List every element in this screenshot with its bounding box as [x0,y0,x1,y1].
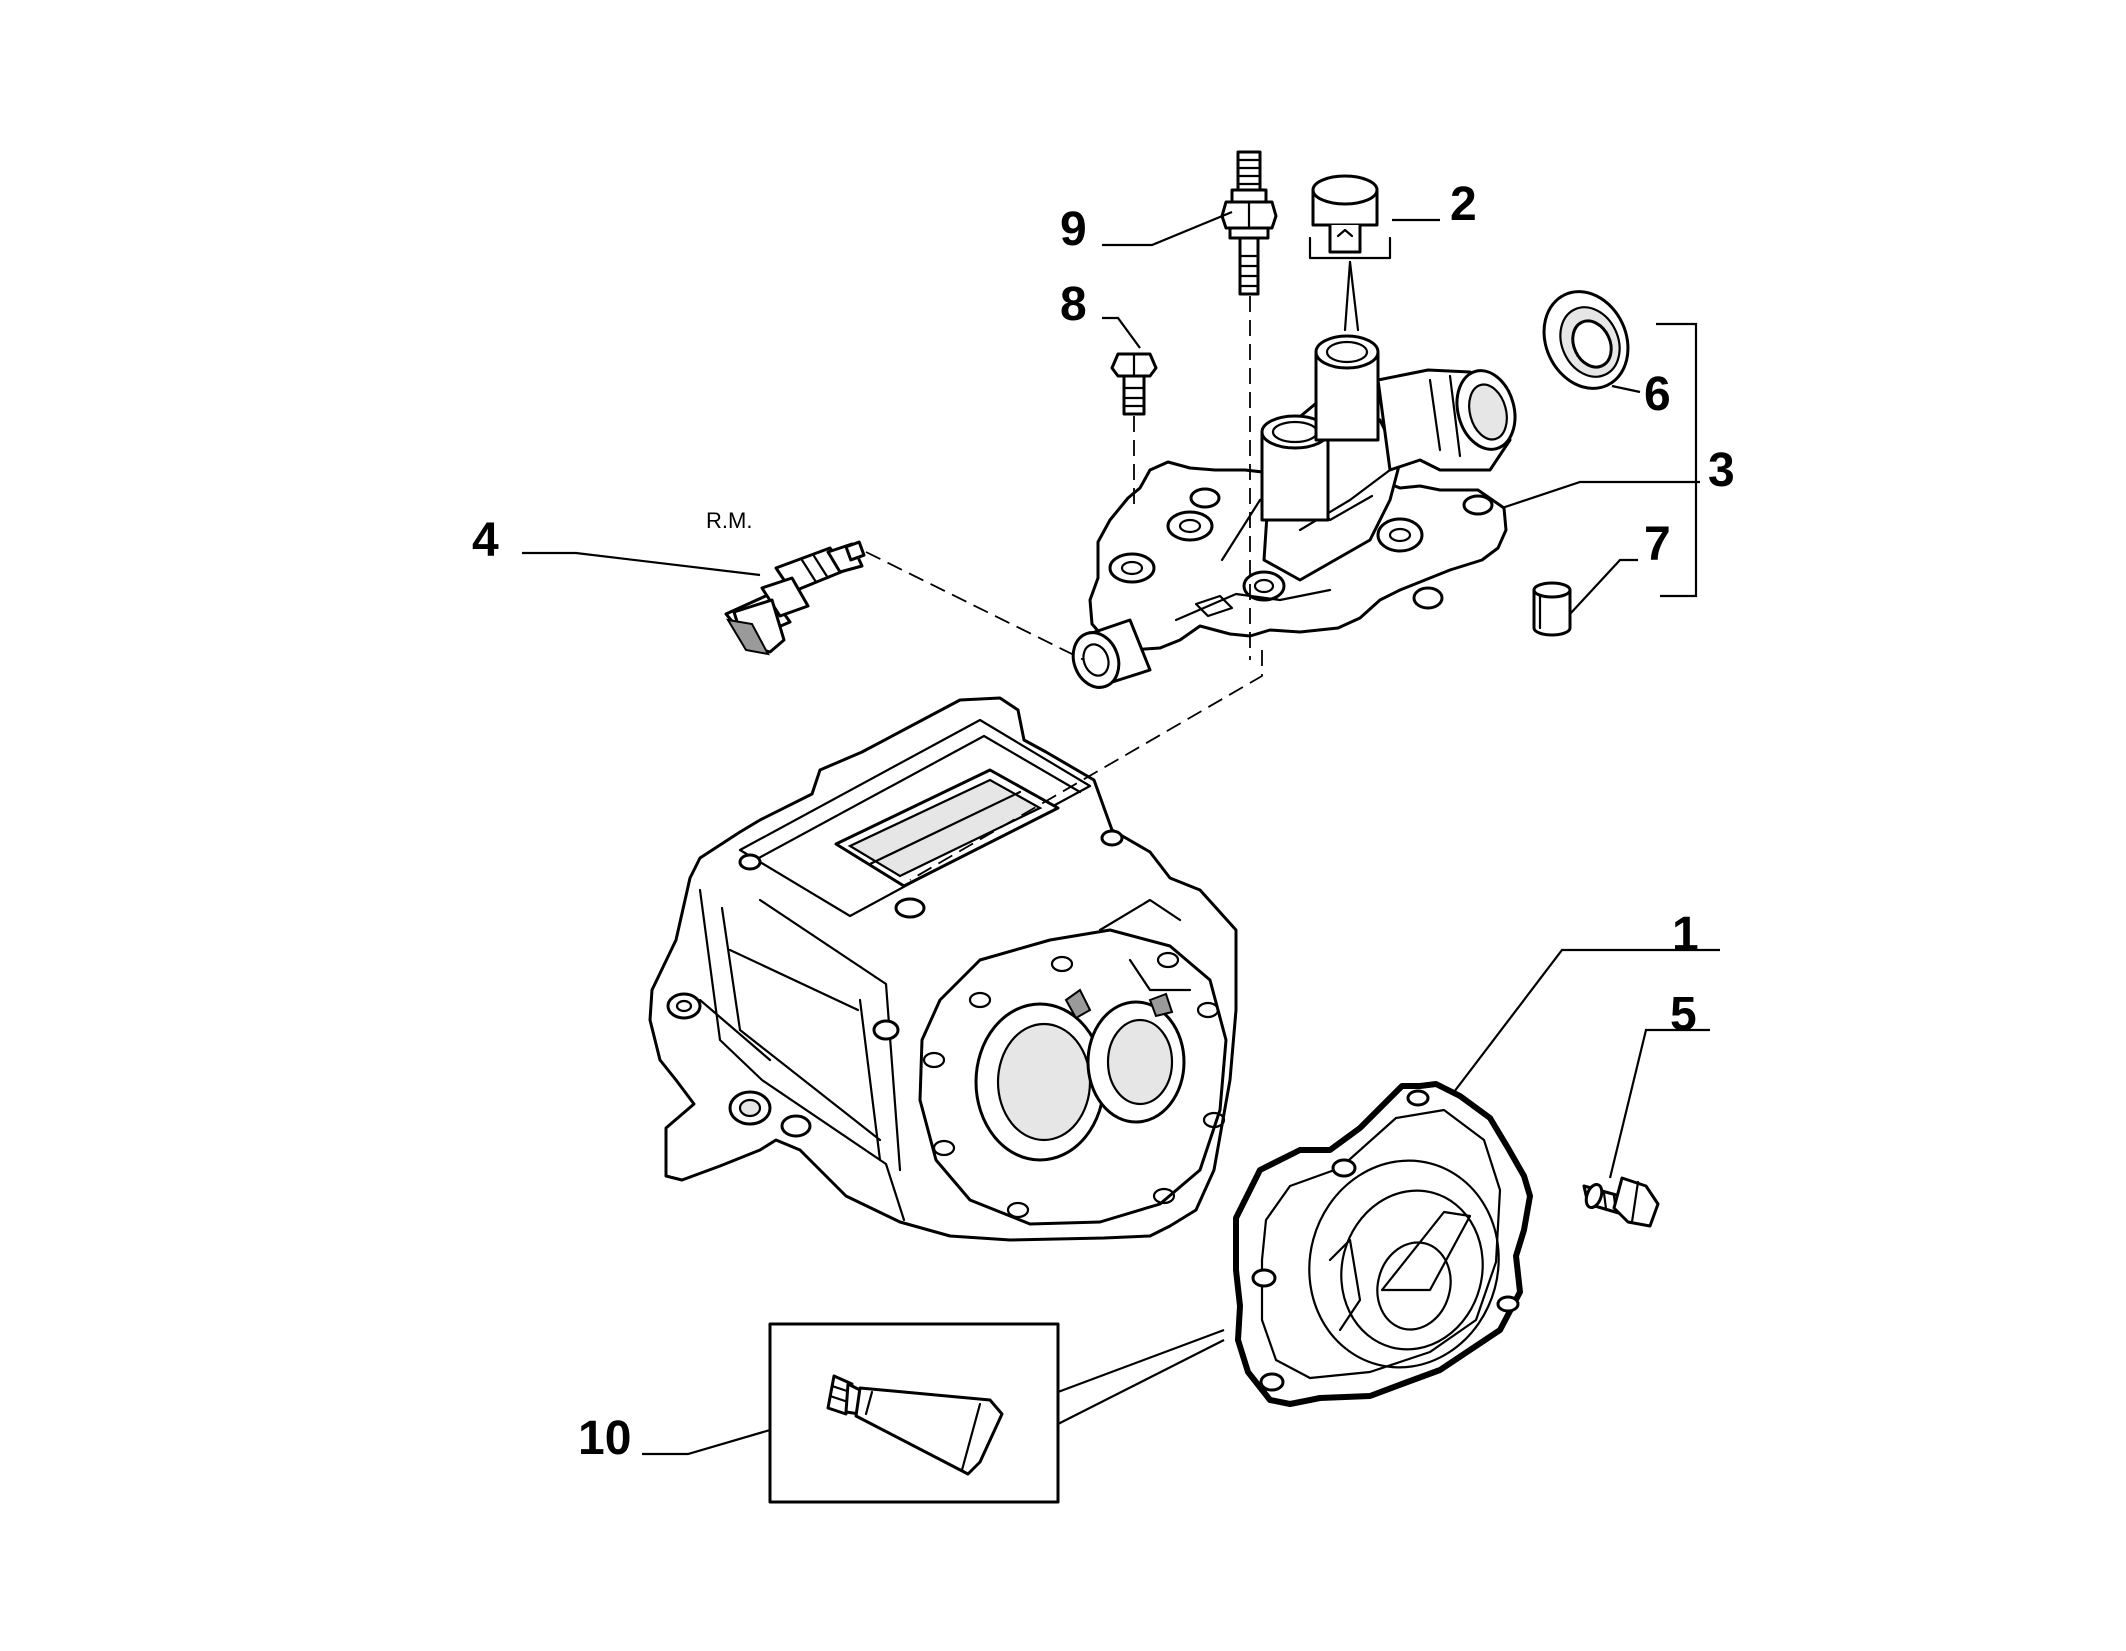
callout-9: 9 [1060,203,1087,256]
leader-lines [522,210,1720,1456]
callout-4: 4 [472,514,499,567]
part-4-sensor[interactable] [724,540,866,656]
part-6-bearing[interactable] [1529,278,1644,402]
part-3-cover-housing[interactable] [1066,334,1524,694]
part-10-sealant-box[interactable] [768,1322,1060,1504]
callout-3: 3 [1708,444,1735,497]
callout-2: 2 [1450,178,1477,231]
part-2-plug[interactable] [1308,174,1392,260]
callout-10: 10 [578,1412,631,1465]
part-5-bolt[interactable] [1582,1176,1660,1228]
callout-1: 1 [1672,908,1699,961]
part-7-bushing[interactable] [1532,581,1572,637]
assembly-lines [865,260,1360,881]
part-1-end-cover[interactable] [1233,1081,1533,1407]
part-9-stud[interactable] [1220,150,1278,296]
callout-labels: 9 2 8 6 3 7 4 R.M. 1 5 10 [472,178,1735,1465]
part-8-bolt[interactable] [1110,352,1158,416]
callout-7: 7 [1644,518,1671,571]
callout-5: 5 [1670,988,1697,1041]
callout-8: 8 [1060,278,1087,331]
gearbox-housing [648,696,1238,1242]
callout-6: 6 [1644,368,1671,421]
note-rm: R.M. [706,508,752,533]
